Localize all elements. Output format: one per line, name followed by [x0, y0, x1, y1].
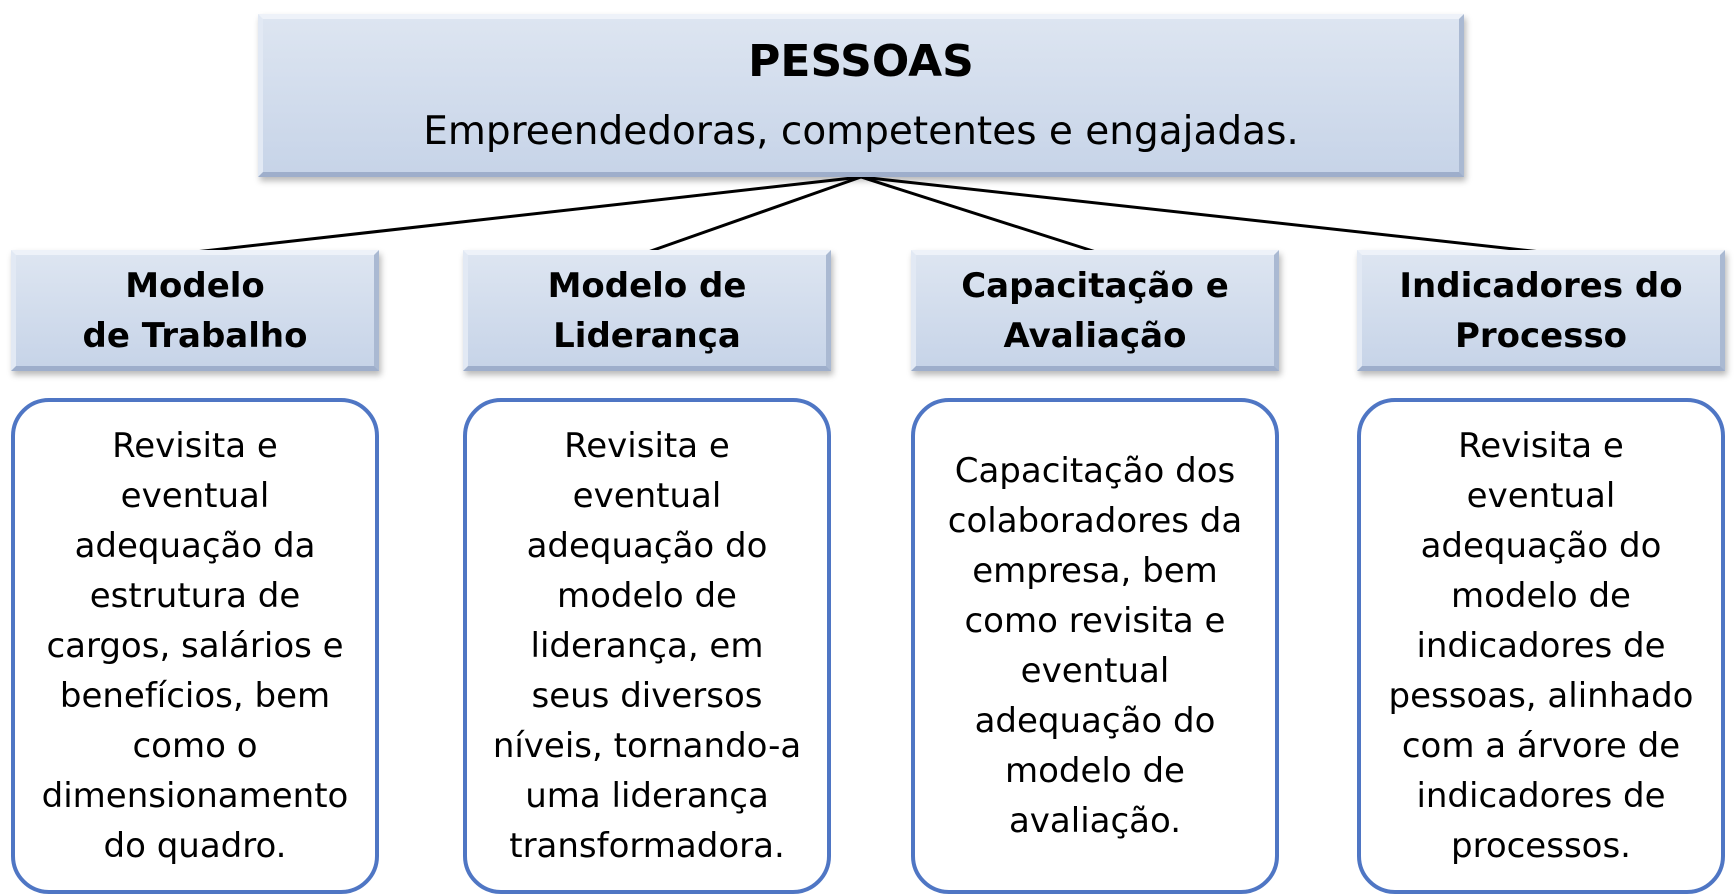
- connector-line-4: [860, 175, 1542, 254]
- description-line: adequação do: [1420, 526, 1662, 566]
- description-line: eventual: [1466, 476, 1616, 516]
- description-line: Revisita e: [1458, 426, 1624, 466]
- category-description-capacitacao-e-avaliacao: Capacitação dos colaboradores da empresa…: [911, 398, 1279, 894]
- root-node: PESSOAS Empreendedoras, competentes e en…: [258, 14, 1464, 177]
- description-line: empresa, bem: [972, 551, 1218, 591]
- category-description-modelo-de-lideranca: Revisita e eventual adequação do modelo …: [463, 398, 831, 894]
- description-line: como o: [132, 726, 258, 766]
- description-line: eventual: [120, 476, 270, 516]
- category-heading-line: Processo: [1454, 315, 1628, 356]
- category-heading-modelo-de-trabalho: Modelo de Trabalho: [11, 250, 379, 371]
- description-line: seus diversos: [531, 676, 763, 716]
- description-line: transformadora.: [509, 826, 785, 866]
- category-heading-line: Indicadores do: [1399, 265, 1683, 306]
- category-heading-modelo-de-lideranca: Modelo de Liderança: [463, 250, 831, 371]
- description-line: estrutura de: [89, 576, 301, 616]
- description-line: eventual: [1020, 651, 1170, 691]
- description-line: modelo de: [557, 576, 737, 616]
- category-heading-line: de Trabalho: [82, 315, 308, 356]
- description-line: adequação do: [974, 701, 1216, 741]
- category-heading-line: Capacitação e: [961, 265, 1229, 306]
- description-line: como revisita e: [964, 601, 1226, 641]
- description-line: do quadro.: [103, 826, 287, 866]
- category-heading-capacitacao-e-avaliacao: Capacitação e Avaliação: [911, 250, 1279, 371]
- root-subtitle: Empreendedoras, competentes e engajadas.: [423, 108, 1299, 154]
- description-line: pessoas, alinhado: [1388, 676, 1694, 716]
- root-title: PESSOAS: [748, 35, 974, 87]
- description-line: dimensionamento: [41, 776, 349, 816]
- description-line: com a árvore de: [1401, 726, 1681, 766]
- description-line: níveis, tornando-a: [492, 726, 802, 766]
- description-line: cargos, salários e: [46, 626, 344, 666]
- description-line: eventual: [572, 476, 722, 516]
- category-heading-line: Avaliação: [1003, 315, 1187, 356]
- category-heading-indicadores-do-processo: Indicadores do Processo: [1357, 250, 1725, 371]
- connector-line-3: [860, 175, 1097, 254]
- description-line: indicadores de: [1416, 776, 1666, 816]
- description-line: Revisita e: [112, 426, 278, 466]
- category-heading-line: Modelo de: [547, 265, 747, 306]
- category-description-indicadores-do-processo: Revisita e eventual adequação do modelo …: [1357, 398, 1725, 894]
- description-line: processos.: [1451, 826, 1631, 866]
- description-line: avaliação.: [1008, 801, 1182, 841]
- description-line: colaboradores da: [947, 501, 1243, 541]
- description-line: modelo de: [1451, 576, 1631, 616]
- description-line: modelo de: [1005, 751, 1185, 791]
- category-heading-line: Modelo: [125, 265, 265, 306]
- description-line: Capacitação dos: [954, 451, 1236, 491]
- category-heading-line: Liderança: [553, 315, 741, 356]
- description-line: uma liderança: [525, 776, 769, 816]
- category-description-modelo-de-trabalho: Revisita e eventual adequação da estrutu…: [11, 398, 379, 894]
- description-line: indicadores de: [1416, 626, 1666, 666]
- description-line: adequação do: [526, 526, 768, 566]
- connector-line-2: [647, 175, 862, 254]
- description-line: adequação da: [74, 526, 316, 566]
- description-line: Revisita e: [564, 426, 730, 466]
- connector-line-1: [194, 175, 862, 254]
- description-line: benefícios, bem: [59, 676, 331, 716]
- description-line: liderança, em: [530, 626, 764, 666]
